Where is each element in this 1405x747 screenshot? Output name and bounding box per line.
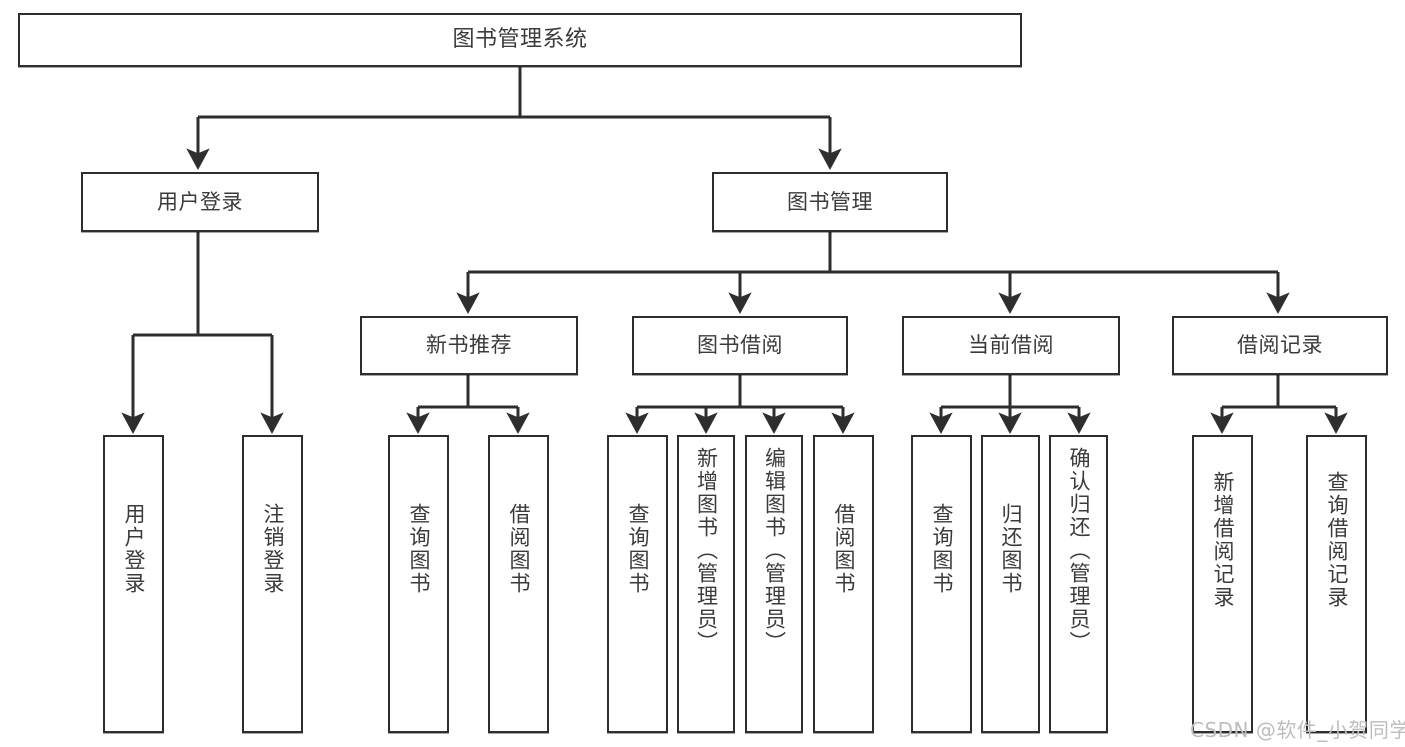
node-label: 借阅图书 xyxy=(507,503,532,595)
node-label: 借阅记录 xyxy=(1237,333,1323,358)
node-label: 图书借阅 xyxy=(697,333,783,358)
node-new-book-recommend[interactable]: 新书推荐 xyxy=(360,316,578,375)
node-label: 查询借阅记录 xyxy=(1325,471,1350,609)
leaf-borrow-book-borrow[interactable]: 借阅图书 xyxy=(813,435,874,733)
leaf-query-book-current[interactable]: 查询图书 xyxy=(911,435,972,733)
leaf-add-book[interactable]: 新增图书（管理员） xyxy=(677,435,735,733)
node-label: 查询图书 xyxy=(407,503,432,595)
node-label: 编辑图书（管理员） xyxy=(762,447,787,654)
node-label: 新书推荐 xyxy=(426,333,512,358)
leaf-borrow-book-recommend[interactable]: 借阅图书 xyxy=(488,435,549,733)
node-label: 图书管理系统 xyxy=(452,27,588,53)
node-label: 注销登录 xyxy=(261,503,286,595)
csdn-watermark: CSDN @软件_小贺同学 xyxy=(1190,718,1405,742)
leaf-logout-login[interactable]: 注销登录 xyxy=(242,435,303,733)
node-user-login[interactable]: 用户登录 xyxy=(81,172,319,232)
node-label: 新增借阅记录 xyxy=(1211,471,1236,609)
leaf-return-book[interactable]: 归还图书 xyxy=(981,435,1040,733)
node-label: 借阅图书 xyxy=(832,503,857,595)
leaf-query-book-borrow[interactable]: 查询图书 xyxy=(607,435,668,733)
node-book-borrow[interactable]: 图书借阅 xyxy=(632,316,848,375)
leaf-query-book-recommend[interactable]: 查询图书 xyxy=(388,435,449,733)
node-label: 确认归还（管理员） xyxy=(1067,447,1092,654)
leaf-query-borrow-record[interactable]: 查询借阅记录 xyxy=(1306,435,1367,733)
node-label: 当前借阅 xyxy=(968,333,1054,358)
node-root-system[interactable]: 图书管理系统 xyxy=(18,13,1022,67)
node-current-borrow[interactable]: 当前借阅 xyxy=(902,316,1120,375)
node-label: 图书管理 xyxy=(787,189,873,214)
leaf-add-borrow-record[interactable]: 新增借阅记录 xyxy=(1192,435,1253,733)
leaf-confirm-return[interactable]: 确认归还（管理员） xyxy=(1049,435,1108,733)
node-borrow-record[interactable]: 借阅记录 xyxy=(1172,316,1388,375)
node-label: 查询图书 xyxy=(930,503,955,595)
node-label: 归还图书 xyxy=(999,503,1024,595)
node-book-manage[interactable]: 图书管理 xyxy=(712,172,948,232)
node-label: 查询图书 xyxy=(626,503,651,595)
leaf-edit-book[interactable]: 编辑图书（管理员） xyxy=(745,435,803,733)
leaf-user-login[interactable]: 用户登录 xyxy=(103,435,164,733)
node-label: 用户登录 xyxy=(122,503,147,595)
node-label: 新增图书（管理员） xyxy=(694,447,719,654)
node-label: 用户登录 xyxy=(157,189,243,214)
